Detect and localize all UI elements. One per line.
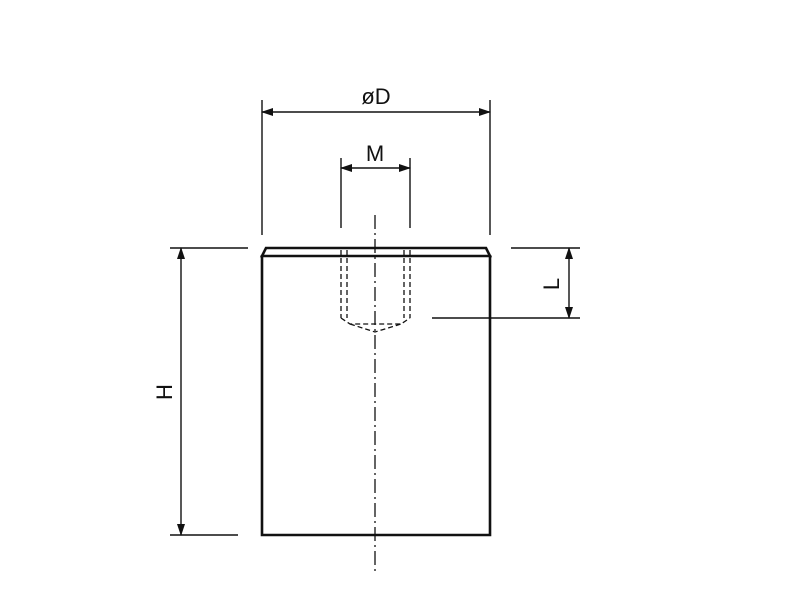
depth-dimension: L bbox=[432, 247, 580, 319]
height-label: H bbox=[152, 384, 177, 400]
height-dimension: H bbox=[152, 247, 248, 536]
diameter-dimension: øD bbox=[261, 84, 491, 235]
thread-dimension: M bbox=[340, 141, 411, 228]
diameter-label: øD bbox=[361, 84, 390, 109]
depth-label: L bbox=[539, 278, 564, 290]
thread-label: M bbox=[366, 141, 384, 166]
cylinder-body bbox=[259, 246, 493, 537]
